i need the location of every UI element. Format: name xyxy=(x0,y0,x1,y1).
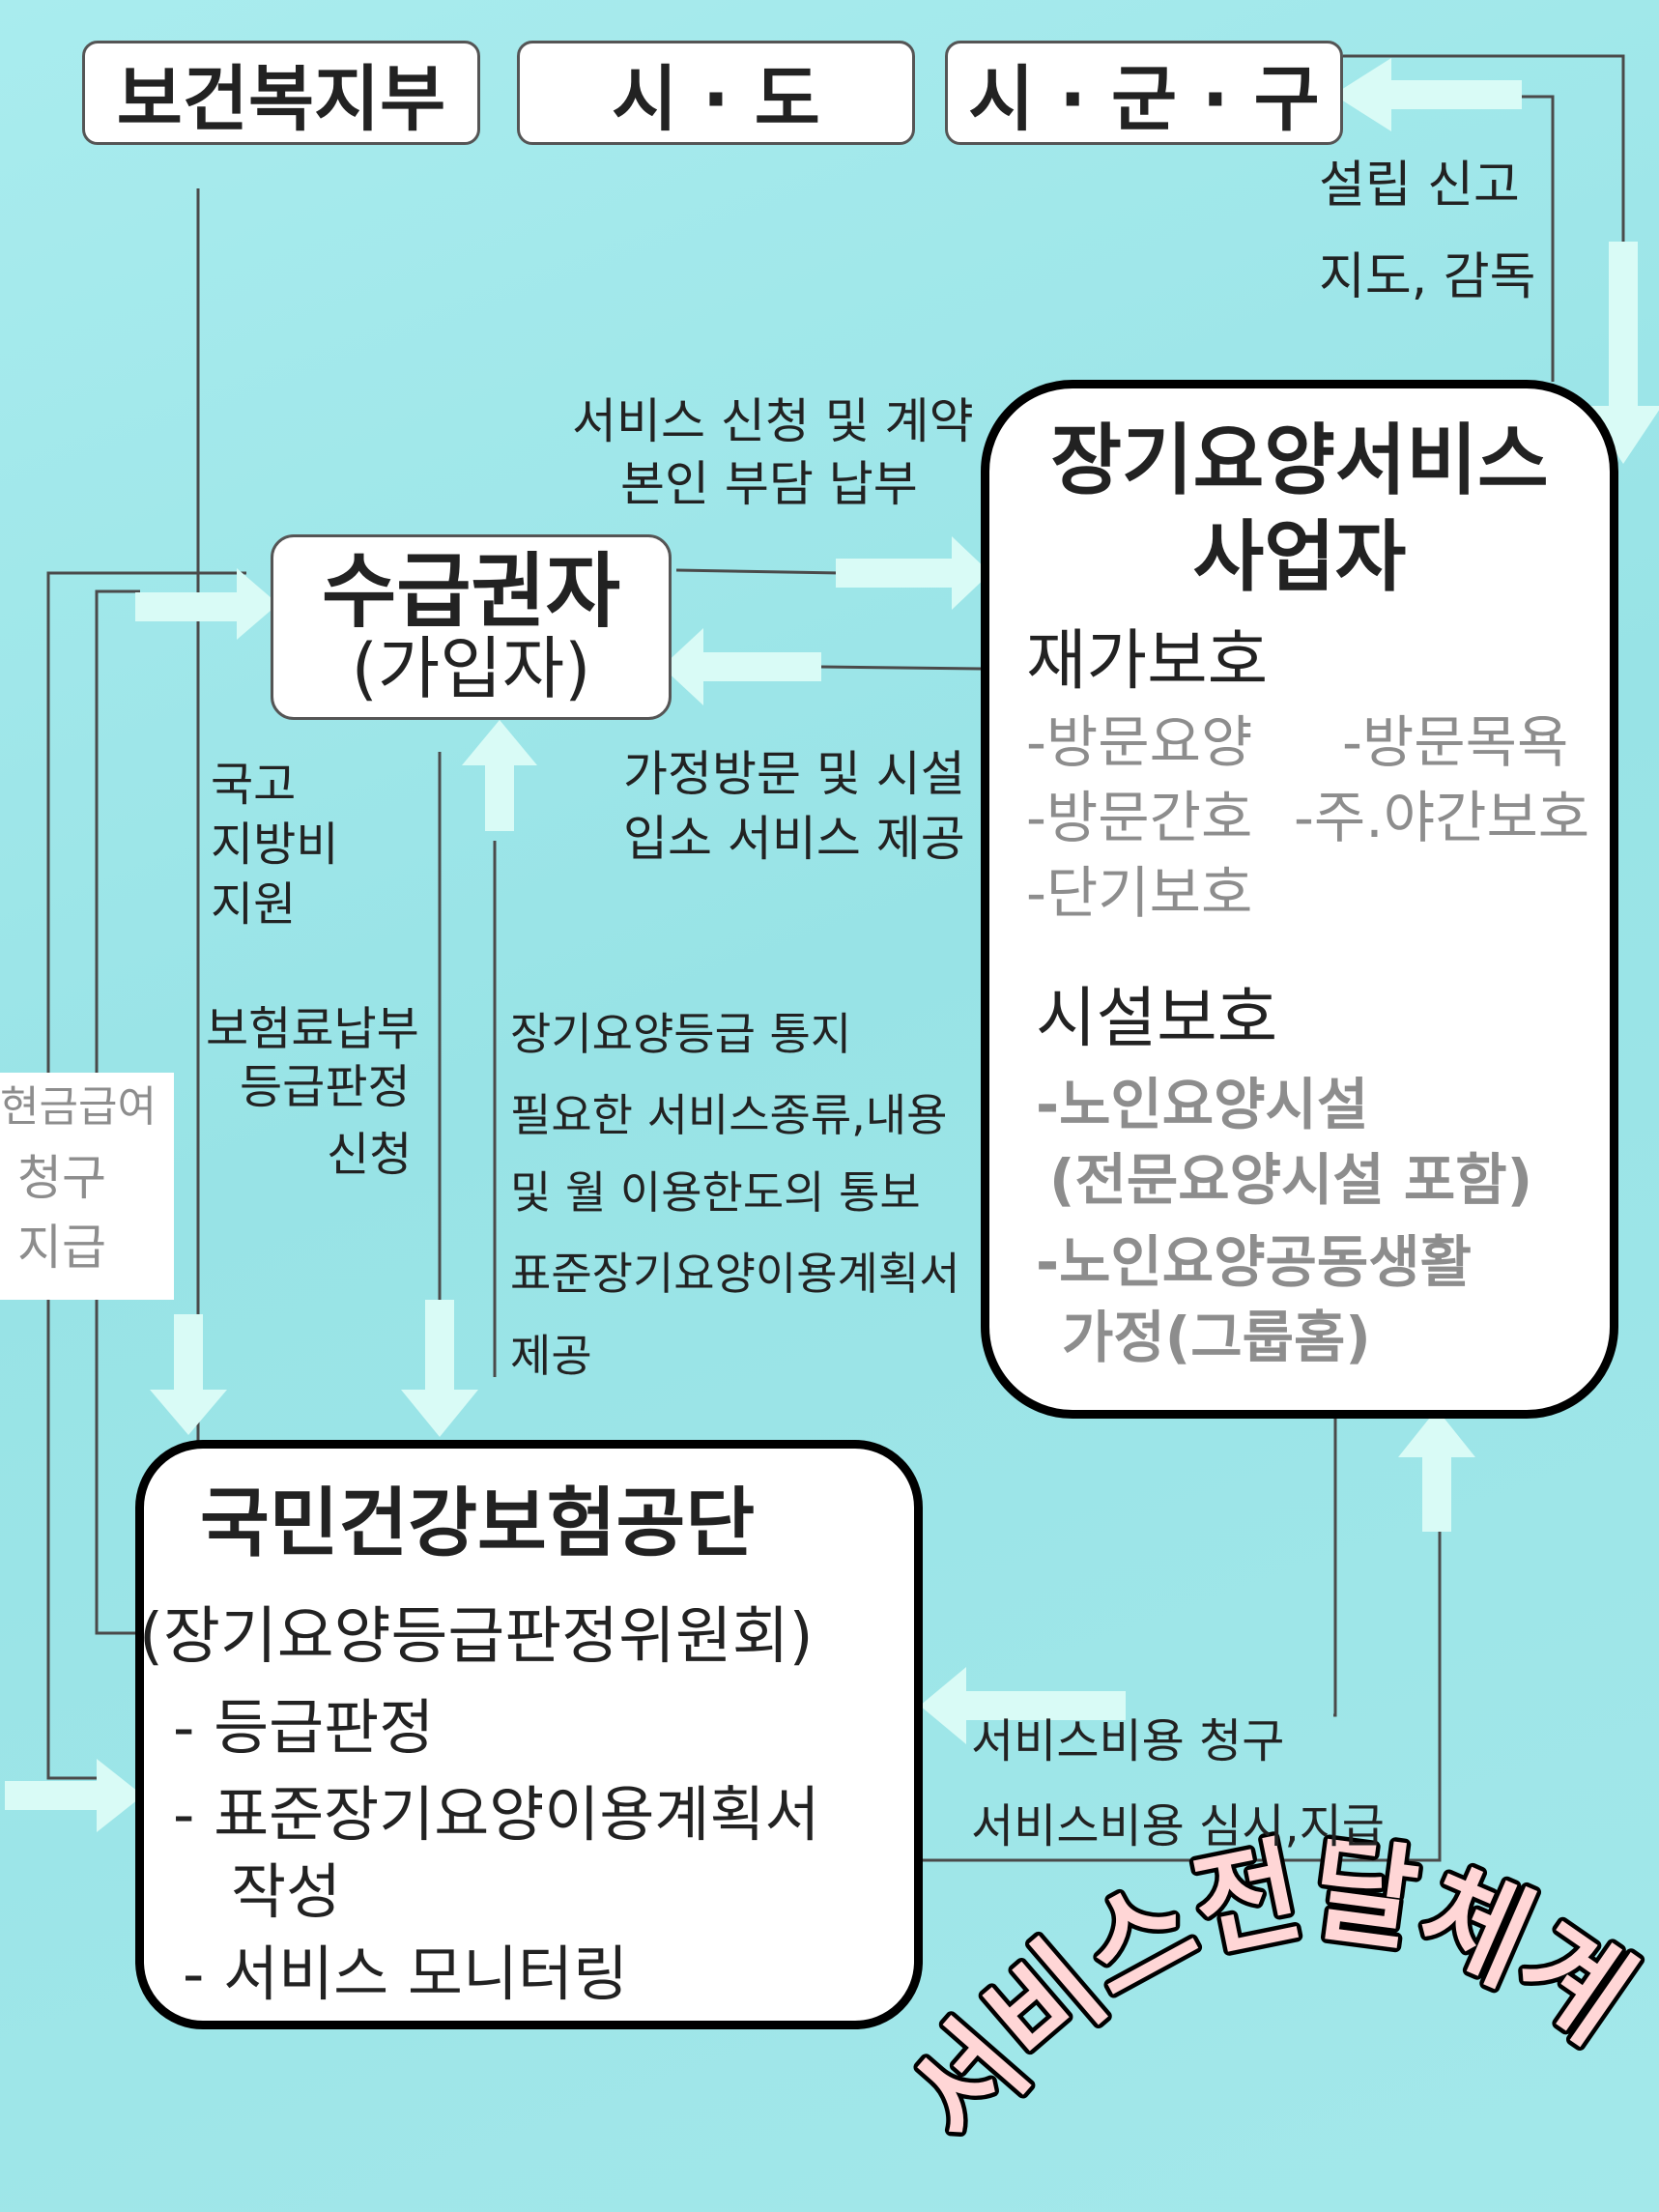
arrow-into-nhis-left-head xyxy=(97,1759,143,1832)
city-label: 시 · 군 · 구 xyxy=(968,57,1320,141)
nhis-item-plan-cont: 작성 xyxy=(231,1856,342,1927)
line-billing-bottom xyxy=(918,1532,1442,1862)
facility-item-group-home: -노인요양공동생활 xyxy=(1036,1229,1472,1295)
line-provider-to-recipient xyxy=(820,665,982,671)
notice-line-2: 필요한 서비스종류,내용 xyxy=(510,1089,948,1141)
arrow-up-provider-head xyxy=(1398,1409,1475,1457)
city-box: 시 · 군 · 구 xyxy=(945,41,1343,145)
recipient-title: 수급권자 xyxy=(321,544,621,640)
nhis-item-grade: - 등급판정 xyxy=(173,1692,435,1763)
cash-label-panel: 현금급여 청구 지급 xyxy=(0,1073,174,1300)
line-city-supervise xyxy=(1391,95,1555,382)
billing-claim-label: 서비스비용 청구 xyxy=(971,1714,1285,1768)
nhis-item-monitoring: - 서비스 모니터링 xyxy=(183,1939,629,2009)
line-city-right xyxy=(1343,54,1625,242)
nhis-item-plan: - 표준장기요양이용계획서 xyxy=(173,1779,820,1850)
provider-title-line1: 장기요양서비스 xyxy=(1050,416,1549,505)
arrow-provider-to-recipient-head xyxy=(662,628,703,705)
nhis-title: 국민건강보험공단 xyxy=(200,1480,756,1567)
nhis-committee: (장기요양등급판정위원회) xyxy=(139,1601,814,1673)
province-label: 시 · 도 xyxy=(612,57,820,141)
recipient-box: 수급권자 (가입자) xyxy=(271,534,672,720)
ministry-box: 보건복지부 xyxy=(82,41,480,145)
home-item-short-term: -단기보호 xyxy=(1026,860,1253,926)
arrow-into-city-head xyxy=(1333,58,1391,131)
arrow-claim-to-nhis-head xyxy=(920,1667,966,1744)
insurance-apply-line1: 보험료납부 xyxy=(206,1002,419,1056)
facility-item-nursing-home-note: (전문요양시설 포함) xyxy=(1049,1147,1533,1213)
cash-label-line2: 청구 xyxy=(17,1150,106,1206)
line-provider-claim xyxy=(1333,1416,1337,1717)
notice-line-4: 표준장기요양이용계획서 xyxy=(510,1248,960,1300)
arrow-down-nhis-mid-head xyxy=(401,1390,478,1437)
notice-line-3: 및 월 이용한도의 통보 xyxy=(510,1166,921,1219)
gov-support-line3: 지원 xyxy=(211,877,297,932)
visit-label-line1: 가정방문 및 시설 xyxy=(623,746,965,802)
arrow-down-nhis-left-head xyxy=(150,1390,227,1435)
facility-care-heading: 시설보호 xyxy=(1036,981,1278,1057)
arrow-recipient-to-provider-head xyxy=(952,536,990,610)
visit-label-line2: 입소 서비스 제공 xyxy=(623,811,965,867)
apply-label-line2: 본인 부담 납부 xyxy=(620,456,918,512)
provider-box: 장기요양서비스 사업자 재가보호 -방문요양 -방문목욕 -방문간호 -주.야간… xyxy=(981,380,1618,1419)
facility-item-nursing-home: -노인요양시설 xyxy=(1036,1072,1369,1137)
home-item-day-night: -주.야간보호 xyxy=(1294,785,1590,850)
billing-review-label: 서비스비용 심시,지급 xyxy=(971,1799,1385,1853)
notice-line-1: 장기요양등급 통지 xyxy=(510,1008,852,1060)
arrow-up-recipient-head xyxy=(462,720,537,765)
ministry-label: 보건복지부 xyxy=(116,57,446,141)
facility-item-group-home-note: 가정(그룹홈) xyxy=(1062,1305,1371,1370)
apply-label-line1: 서비스 신청 및 계약 xyxy=(572,393,974,449)
province-box: 시 · 도 xyxy=(517,41,915,145)
home-item-visit-care: -방문요양 xyxy=(1026,709,1253,775)
cash-label-line3: 지급 xyxy=(17,1220,106,1276)
gov-support-line2: 지방비 xyxy=(211,818,339,872)
insurance-apply-line3: 신청 xyxy=(327,1128,413,1182)
home-item-visit-bath: -방문목욕 xyxy=(1342,709,1569,775)
arrow-into-recipient-head xyxy=(237,568,278,640)
gov-support-line1: 국고 xyxy=(211,758,297,812)
cash-label-line1: 현금급여 xyxy=(0,1082,157,1132)
city-supervise-label: 지도, 감독 xyxy=(1319,248,1536,306)
provider-title-line2: 사업자 xyxy=(1192,512,1407,602)
insurance-apply-line2: 등급판정 xyxy=(240,1060,411,1114)
home-care-heading: 재가보호 xyxy=(1026,623,1269,700)
recipient-subtitle: (가입자) xyxy=(351,629,591,709)
city-establish-label: 설립 신고 xyxy=(1319,157,1520,215)
home-item-visit-nursing: -방문간호 xyxy=(1026,785,1253,850)
nhis-box: 국민건강보험공단 (장기요양등급판정위원회) - 등급판정 - 표준장기요양이용… xyxy=(135,1440,923,2029)
notice-line-5: 제공 xyxy=(510,1330,592,1382)
banner-title: 서비스전달체계 xyxy=(883,1822,1655,2166)
line-recipient-to-provider xyxy=(675,568,842,575)
